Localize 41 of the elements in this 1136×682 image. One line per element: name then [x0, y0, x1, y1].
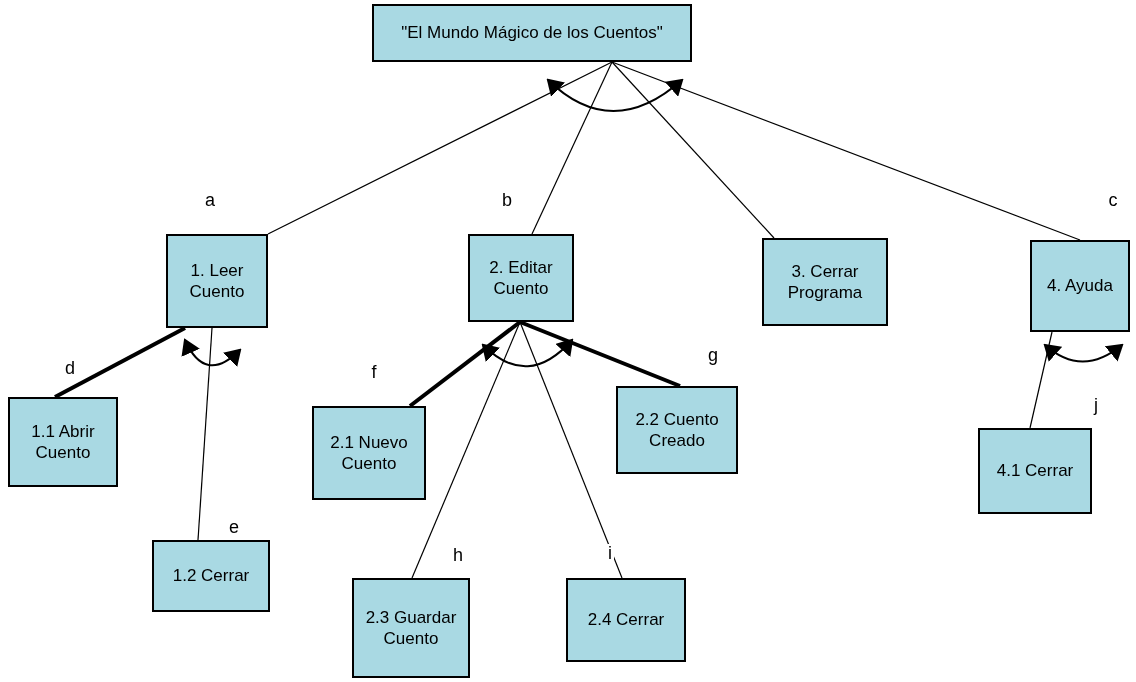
connector-line — [411, 321, 521, 579]
process-box — [166, 234, 268, 328]
connector-line — [531, 61, 613, 235]
box-label: 2.4 Cerrar — [587, 609, 665, 631]
edge-label: h — [451, 546, 465, 564]
box-label: 4.1 Cerrar — [996, 460, 1074, 482]
connector-line — [611, 61, 1081, 241]
process-box — [762, 238, 888, 326]
connector-line — [197, 327, 213, 541]
process-box — [566, 578, 686, 662]
process-box — [616, 386, 738, 474]
box-label: 1.1 Abrir Cuento — [30, 420, 96, 464]
box-label: 1.2 Cerrar — [172, 565, 250, 587]
box-label: 2.1 Nuevo Cuento — [329, 431, 409, 475]
process-box — [468, 234, 574, 322]
edge-label: b — [500, 191, 514, 209]
box-label: "El Mundo Mágico de los Cuentos" — [401, 22, 663, 44]
process-box — [152, 540, 270, 612]
edge-label: j — [1092, 396, 1100, 414]
edge-label: f — [369, 363, 379, 381]
process-box — [8, 397, 118, 487]
process-box — [372, 4, 692, 62]
process-box — [352, 578, 470, 678]
box-label: 2.2 Cuento Creado — [634, 408, 720, 452]
edge-label: d — [63, 359, 77, 377]
process-box — [312, 406, 426, 500]
connector-line — [408, 320, 522, 408]
box-label: 2. Editar Cuento — [488, 256, 554, 300]
connector-line — [54, 326, 186, 399]
process-box — [1030, 240, 1130, 332]
box-label: 2.3 Guardar Cuento — [364, 606, 458, 650]
connector-line — [267, 61, 613, 235]
connector-line — [519, 321, 623, 579]
connector-line — [519, 320, 681, 388]
box-label: 4. Ayuda — [1047, 275, 1113, 297]
box-label: 3. Cerrar Programa — [786, 260, 864, 304]
process-box — [978, 428, 1092, 514]
connector-line — [1029, 331, 1053, 429]
box-label: 1. Leer Cuento — [188, 259, 246, 303]
connector-line — [611, 61, 775, 239]
edge-label: i — [606, 544, 614, 562]
